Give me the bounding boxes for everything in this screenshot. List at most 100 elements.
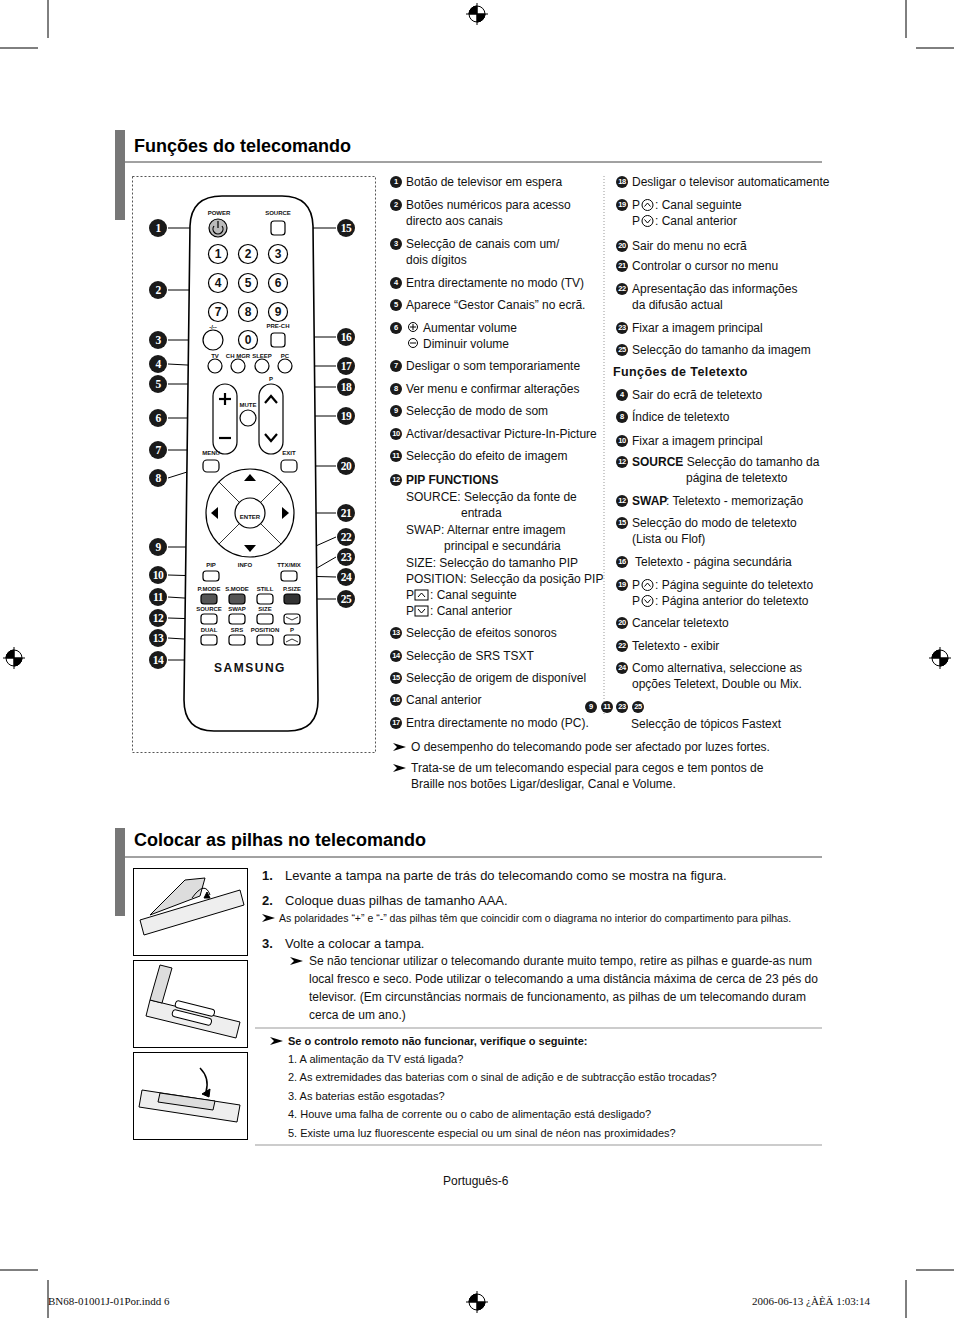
callout-number: 4 [149,355,167,373]
button-digit: 4 [215,276,222,290]
text-label: Activar/desactivar Picture-In-Picture [406,426,597,442]
text-label: O desempenho do telecomando pode ser afe… [411,739,770,755]
item-badge: 24 [616,662,628,674]
item-badge: 16 [616,556,628,568]
item-badge: 12 [616,456,628,468]
text-label: Se não tencionar utilizar o telecomando … [309,952,819,1024]
text-label: Ver menu e confirmar alterações [406,381,579,397]
text-label: Selecção de SRS TSXT [406,648,534,664]
button-digit: 7 [215,305,222,319]
button-digit: 0 [245,333,252,347]
text-label: Selecção do modo de teletexto (Lista ou … [632,515,802,547]
item-badge: 15 [616,517,628,529]
callout-number: 8 [149,469,167,487]
text-label: SOURCE [632,454,683,470]
button-label: -/-- [209,324,217,331]
text-label: : Canal anterior [430,603,512,619]
step-number: 1. [262,867,273,884]
button-label: EXIT [282,450,295,457]
button-label: P.SIZE [283,586,301,593]
callout-number: 22 [337,528,355,546]
item-badge: 18 [616,176,628,188]
text-label: : Teletexto - memorização [666,493,803,509]
button-digit: 8 [245,305,252,319]
item-badge: 25 [616,344,628,356]
button-label: SOURCE [196,606,222,613]
callout-number: 2 [149,281,167,299]
button-digit: 2 [245,247,252,261]
callout-number: 25 [337,590,355,608]
text-label: POSITION: Selecção da posição PIP [406,571,603,587]
text-label: Controlar o cursor no menu [632,258,778,274]
text-label: PIP FUNCTIONS [406,472,498,488]
text-label: Desligar o som temporariamente [406,358,580,374]
callout-number: 17 [337,357,355,375]
button-label: PC [281,353,289,360]
button-digit: 6 [275,276,282,290]
item-badge: 19 [616,579,628,591]
item-badge: 20 [616,617,628,629]
print-slug: BN68-01001J-01Por.indd 6 [48,1294,170,1308]
item-badge: 10 [616,435,628,447]
callout-number: 1 [149,219,167,237]
text-label: Selecção de tópicos Fastext [631,716,781,732]
callout-number: 24 [337,568,355,586]
button-label: PIP [206,562,216,569]
button-label: TV [211,353,219,360]
text-label: : Página seguinte do teletexto [655,577,813,593]
callout-number: 12 [149,609,167,627]
button-digit: 1 [215,247,222,261]
text-label: Português-6 [443,1173,508,1189]
text-label: Sair do ecrã de teletexto [632,387,762,403]
text-label: SWAP [632,493,667,509]
step-number: 2. [262,892,273,909]
text-label: Selecção de canais com um/ dois dígitos [406,236,561,268]
text-label: Apresentação das informações da difusão … [632,281,799,313]
text-label: : Canal seguinte [655,197,742,213]
step-number: 3. [262,935,273,952]
text-label: P [406,603,414,619]
text-label: 5. Existe uma luz fluorescente especial … [288,1124,676,1142]
item-badge: 13 [390,627,402,639]
button-label: ENTER [240,514,260,521]
callout-number: 9 [149,538,167,556]
item-badge: 15 [390,672,402,684]
text-label: Canal anterior [406,692,481,708]
text-label: Trata-se de um telecomando especial para… [411,760,791,792]
callout-number: 7 [149,441,167,459]
text-label: P [406,587,414,603]
text-label: : Canal seguinte [430,587,517,603]
item-badge: 17 [390,717,402,729]
text-label: As polaridades “+” e “-” das pilhas têm … [279,911,791,925]
item-badge: 23 [616,701,628,713]
item-badge: 21 [616,260,628,272]
item-badge: 10 [390,428,402,440]
text-label: Se o controlo remoto não funcionar, veri… [288,1032,587,1050]
text-label: Teletexto - página secundária [635,554,792,570]
text-label: Diminuir volume [423,336,509,352]
text-label: Entra directamente no modo (TV) [406,275,584,291]
callout-number: 23 [337,548,355,566]
text-label: Fixar a imagem principal [632,320,763,336]
item-badge: 19 [616,199,628,211]
text-label: Teletexto - exibir [632,638,719,654]
text-label: P [632,577,640,593]
button-label: SLEEP [252,353,272,360]
button-label: P [269,376,273,383]
button-label: CH MGR [226,353,250,360]
text-label: Índice de teletexto [632,409,729,425]
item-badge: 16 [390,694,402,706]
item-badge: 20 [616,240,628,252]
button-label: SIZE [258,606,271,613]
text-label: Coloque duas pilhas de tamanho AAA. [285,892,508,909]
subheading: Funções de Teletexto [613,364,748,380]
text-label: Selecção de efeitos sonoros [406,625,557,641]
button-label: POSITION [251,627,280,634]
callout-number: 18 [337,378,355,396]
text-label: Aparece “Gestor Canais” no ecrã. [406,297,585,313]
text-label: : Canal anterior [655,213,737,229]
text-label: Selecção do efeito de imagem [406,448,567,464]
item-badge: 11 [390,450,402,462]
item-badge: 1 [390,176,402,188]
